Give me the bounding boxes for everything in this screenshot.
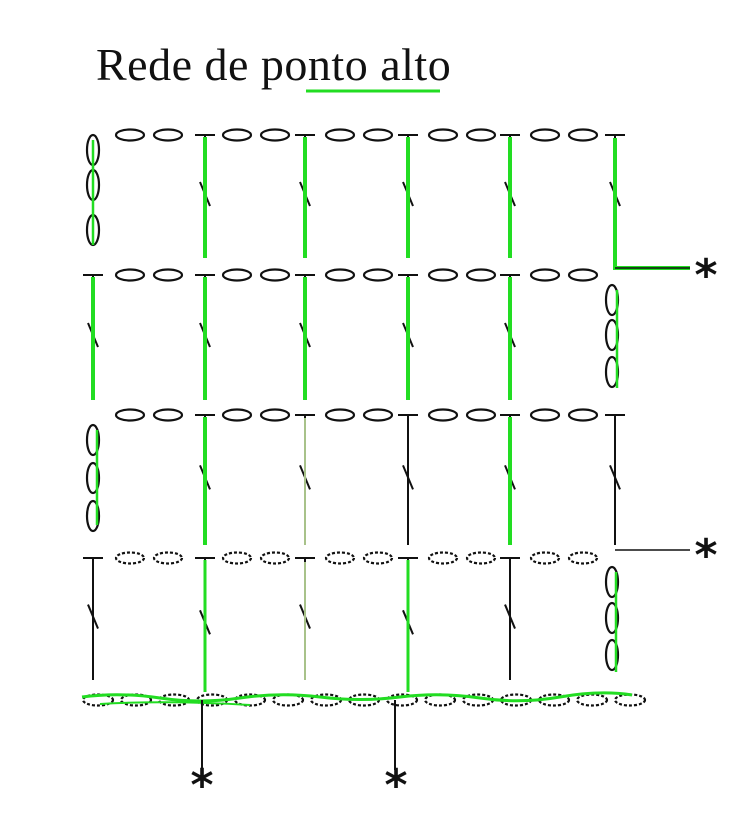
chain-stitch [529, 268, 561, 282]
repeat-marker-layer: * * * * [190, 250, 717, 811]
chain-stitch [362, 551, 394, 565]
chain-stitch [259, 268, 291, 282]
chain-stitch [85, 423, 101, 457]
chain-stitch [259, 551, 291, 565]
chain-stitch [604, 565, 620, 599]
chain-stitch [362, 128, 394, 142]
title-highlight-underline [306, 89, 440, 93]
chain-stitch [259, 408, 291, 422]
chain-stitch [529, 128, 561, 142]
highlight-line [613, 138, 690, 270]
chain-stitch [575, 693, 609, 707]
chain-stitch [152, 408, 184, 422]
chain-stitch [152, 551, 184, 565]
chain-stitch [427, 268, 459, 282]
chain-stitch [362, 408, 394, 422]
chain-stitch [567, 408, 599, 422]
chain-stitch [465, 551, 497, 565]
diagram-title: Rede de ponto alto [96, 39, 452, 90]
chain-stitch [465, 268, 497, 282]
chain-stitch [221, 408, 253, 422]
chain-stitch [152, 268, 184, 282]
stitch-layer [81, 128, 690, 770]
chain-stitch [114, 551, 146, 565]
highlight-line [99, 701, 251, 706]
chain-stitch [324, 128, 356, 142]
chain-stitch [604, 638, 620, 672]
chain-stitch [324, 551, 356, 565]
repeat-marker-asterisk: * [190, 760, 213, 811]
chain-stitch [85, 461, 101, 495]
chain-stitch [529, 408, 561, 422]
chain-stitch [465, 128, 497, 142]
chain-stitch [114, 408, 146, 422]
chain-stitch [324, 408, 356, 422]
chain-stitch [85, 499, 101, 533]
chain-stitch [221, 128, 253, 142]
chain-stitch [324, 268, 356, 282]
double-crochet-slash [609, 465, 621, 490]
chain-stitch [362, 268, 394, 282]
chain-stitch [259, 128, 291, 142]
highlight-line [81, 691, 633, 703]
chain-stitch [427, 408, 459, 422]
chain-stitch [465, 408, 497, 422]
chain-stitch [233, 693, 267, 707]
chain-stitch [114, 268, 146, 282]
repeat-marker-asterisk: * [694, 530, 717, 581]
double-crochet-slash [504, 604, 516, 629]
double-crochet-slash [402, 465, 414, 490]
chain-stitch [604, 601, 620, 635]
chain-stitch [529, 551, 561, 565]
double-crochet-slash [87, 604, 99, 629]
chain-stitch [427, 551, 459, 565]
chain-stitch [114, 128, 146, 142]
chain-stitch [221, 268, 253, 282]
repeat-marker-asterisk: * [694, 250, 717, 301]
chain-stitch [567, 268, 599, 282]
chain-stitch [152, 128, 184, 142]
chain-stitch [427, 128, 459, 142]
chain-stitch [537, 693, 571, 707]
chain-stitch [385, 693, 419, 707]
chain-stitch [567, 128, 599, 142]
repeat-marker-asterisk: * [384, 760, 407, 811]
chain-stitch [221, 551, 253, 565]
chain-stitch [567, 551, 599, 565]
